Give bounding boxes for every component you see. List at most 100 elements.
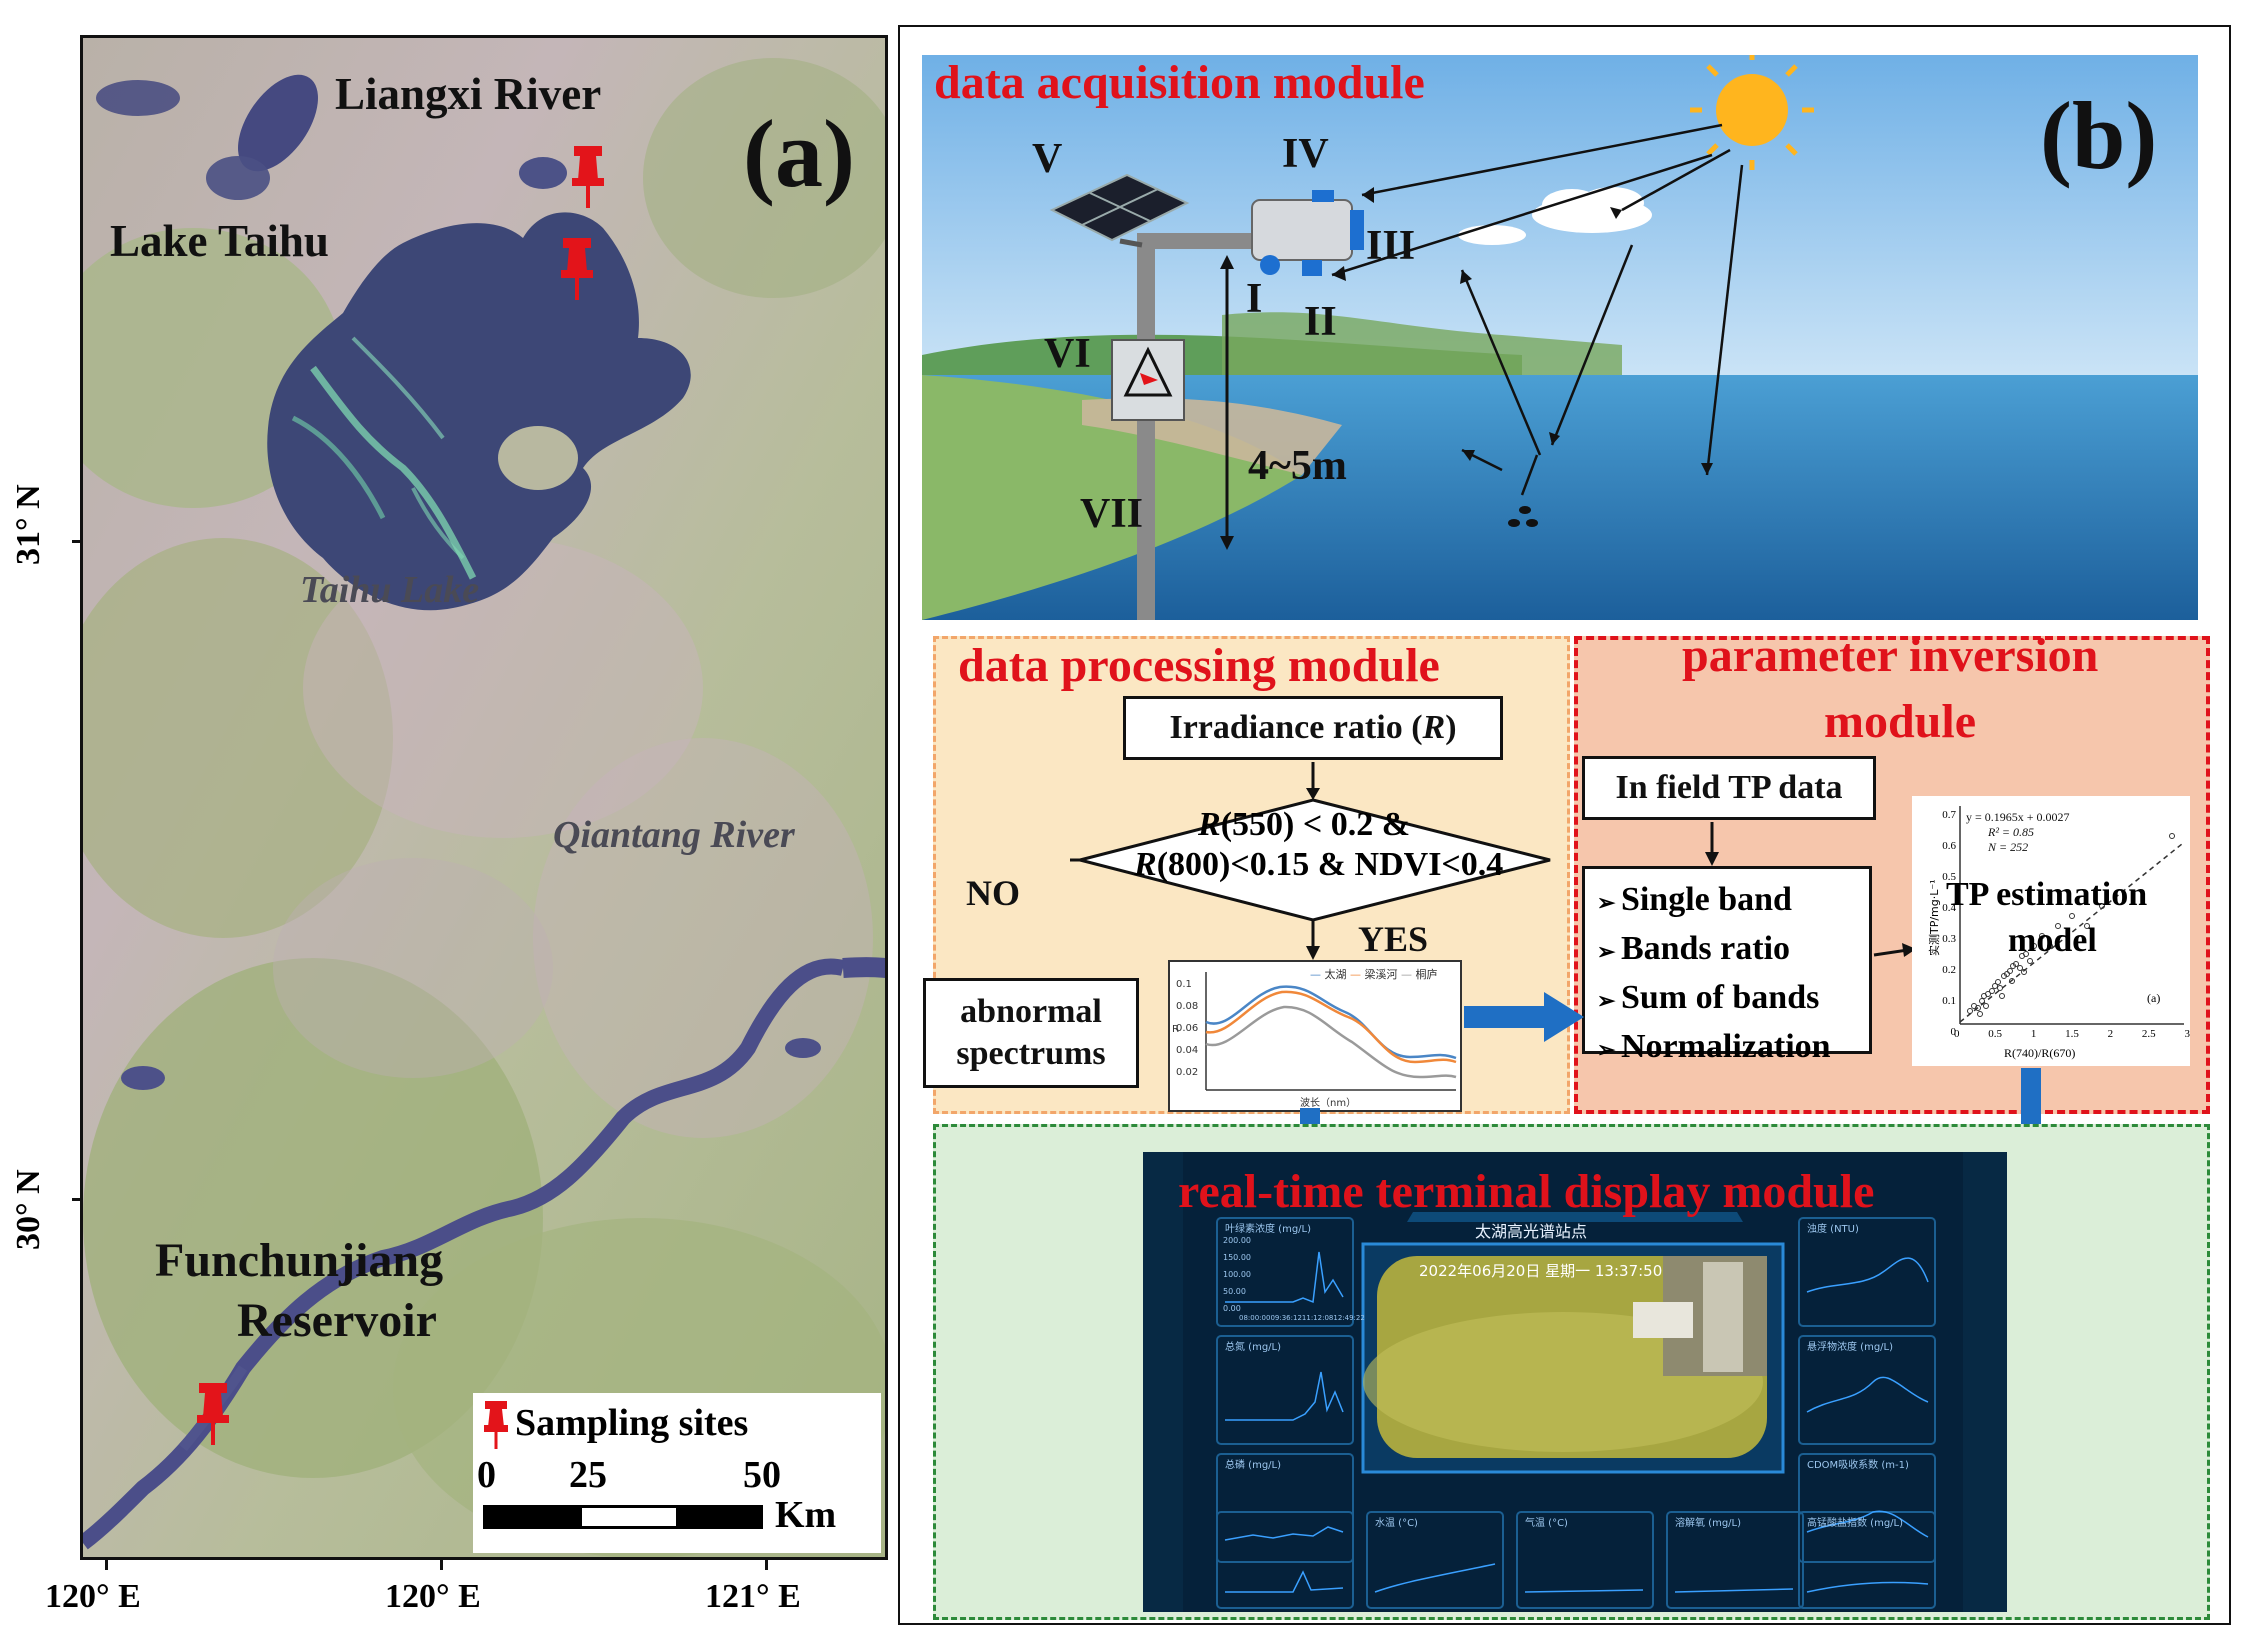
abnormal-spectrums-box: abnormal spectrums [923, 978, 1139, 1088]
method-item-normalization: ➢ Normalization [1597, 1028, 1831, 1065]
reservoir-label: Reservoir [237, 1294, 437, 1347]
scatter-r2: R² = 0.85 [1988, 825, 2035, 839]
map-legend: Sampling sites 0 25 50 Km [473, 1393, 881, 1553]
irradiance-text: Irradiance ratio ( [1169, 709, 1423, 746]
roman-vi: VI [1044, 331, 1091, 377]
acquisition-scene [922, 55, 2198, 620]
model-line-2: model [2008, 922, 2097, 959]
lat-label-31: 31° N [10, 484, 47, 565]
roman-i: I [1246, 276, 1263, 322]
tp-data-box: In field TP data [1582, 756, 1876, 820]
scale-unit: Km [775, 1494, 837, 1536]
roman-iii: III [1366, 223, 1416, 269]
camera-timestamp: 2022年06月20日 星期一 13:37:50 [1419, 1262, 1663, 1280]
lon-label-1: 120° E [45, 1578, 141, 1615]
card-label: 悬浮物浓度 (mg/L) [1807, 1342, 1894, 1353]
cloud-icon [1458, 187, 1652, 245]
ytick: 0.06 [1176, 1023, 1199, 1034]
scale-tick-50: 50 [743, 1454, 781, 1496]
lat-label-30: 30° N [10, 1169, 47, 1250]
acquisition-module-title: data acquisition module [934, 56, 1425, 109]
dashboard-graphics [1143, 1152, 2007, 1612]
processing-module-title: data processing module [958, 639, 1440, 692]
scatter-yticks: 0.7 0.6 0.5 0.4 0.3 0.2 0.1 0 [1936, 800, 1956, 1048]
spectrum-ylabel: R [1172, 1024, 1179, 1035]
taihu-lake-italic-label: Taihu Lake [300, 569, 480, 611]
lon-label-2: 120° E [385, 1578, 481, 1615]
panel-a-label: (a) [743, 100, 855, 207]
lon-label-3: 121° E [705, 1578, 801, 1615]
processing-flow-arrows [1070, 762, 1551, 960]
legend-sampling-sites: Sampling sites [515, 1402, 749, 1444]
scatter-tag: (a) [2147, 991, 2161, 1005]
inversion-title-line-2: module [1824, 695, 1977, 748]
card-label: 叶绿素浓度 (mg/L) [1225, 1224, 1312, 1235]
ytick: 0.02 [1176, 1067, 1199, 1078]
scatter-stats: y = 0.1965x + 0.0027 R² = 0.85 N = 252 [1966, 810, 2070, 855]
sampling-pin-icon [561, 238, 593, 300]
legend-taihu: 太湖 [1324, 968, 1347, 981]
terminal-module-title: real-time terminal display module [1178, 1165, 1875, 1218]
cond-line2-var: R [1134, 846, 1157, 883]
card-label: 水温 (°C) [1375, 1518, 1418, 1529]
height-label: 4~5m [1248, 443, 1347, 489]
roman-vii: VII [1080, 491, 1144, 537]
sensor-box [1251, 199, 1353, 261]
ytick: 0.4 [1942, 902, 1956, 914]
roman-ii: II [1304, 299, 1337, 345]
funchunjiang-label: Funchunjiang [155, 1234, 444, 1287]
ytick: 0.3 [1942, 933, 1956, 945]
legend-liangxi: 梁溪河 [1364, 968, 1398, 981]
ytick: 0.04 [1176, 1045, 1199, 1056]
scatter-xlabel: R(740)/R(670) [2004, 1046, 2076, 1060]
legend-tonglu: 桐庐 [1415, 968, 1438, 981]
methods-box: ➢ Single band ➢ Bands ratio ➢ Sum of ban… [1582, 866, 1872, 1065]
acquisition-illustration [922, 55, 2198, 620]
spectrum-yticks: 0.1 0.08 0.06 0.04 0.02 [1176, 974, 1198, 1084]
ytick: 0.1 [1176, 979, 1192, 990]
abnormal-line-1: abnormal [960, 992, 1102, 1030]
roman-iv: IV [1282, 131, 1329, 177]
light-ray-arrows [1331, 123, 1744, 496]
irradiance-ratio-box: Irradiance ratio (R) [1123, 696, 1503, 760]
cond-line2-rest: (800)<0.15 & NDVI<0.4 [1156, 846, 1504, 883]
dashboard-title: 太湖高光谱站点 [1475, 1222, 1588, 1241]
spectrum-legend: — 太湖 — 梁溪河 — 桐庐 [1310, 968, 1438, 981]
cond-line1-rest: (550) < 0.2 & [1220, 806, 1411, 843]
condition-line-2: R(800)<0.15 & NDVI<0.4 [1134, 846, 1503, 884]
card-label: 溶解氧 (mg/L) [1675, 1518, 1742, 1529]
dashboard-screenshot: 太湖高光谱站点 2022年06月20日 星期一 13:37:50 叶绿素浓度 (… [1143, 1152, 2007, 1612]
spectrum-chart: — 太湖 — 梁溪河 — 桐庐 0.1 0.08 0.06 0.04 0.02 … [1168, 960, 1462, 1112]
inversion-arrows [1705, 822, 1916, 957]
scale-tick-0: 0 [477, 1454, 496, 1496]
sampling-pin-icon [197, 1383, 229, 1445]
blue-arrow-right-icon [1464, 992, 1584, 1042]
card-label: 气温 (°C) [1525, 1518, 1568, 1529]
method-item-sum-of-bands: ➢ Sum of bands [1597, 979, 1820, 1016]
irradiance-var: R [1422, 709, 1446, 746]
ytick: 0.6 [1942, 840, 1956, 852]
abnormal-line-2: spectrums [956, 1035, 1106, 1072]
ytick: 0.1 [1942, 995, 1956, 1007]
roman-v: V [1032, 136, 1063, 182]
ytick: 0.5 [1942, 871, 1956, 883]
sun-icon [1690, 55, 1814, 170]
scatter-equation: y = 0.1965x + 0.0027 [1966, 810, 2070, 824]
card-label: 总磷 (mg/L) [1225, 1460, 1282, 1471]
mast [1137, 245, 1155, 620]
condition-line-1: R(550) < 0.2 & [1198, 806, 1410, 844]
scatter-n: N = 252 [1988, 840, 2029, 854]
cond-line1-var: R [1198, 806, 1221, 843]
scale-bar [483, 1505, 763, 1529]
model-line-1: TP estimation [1946, 876, 2148, 913]
tp-scatter-plot: y = 0.1965x + 0.0027 R² = 0.85 N = 252 (… [1912, 796, 2190, 1066]
yes-label: YES [1358, 919, 1429, 959]
ytick: 0.7 [1942, 809, 1956, 821]
card-label: 总氮 (mg/L) [1225, 1342, 1282, 1353]
map-panel: Liangxi River Lake Taihu Taihu Lake Qian… [80, 35, 888, 1560]
method-item-bands-ratio: ➢ Bands ratio [1597, 930, 1791, 967]
method-item-single-band: ➢ Single band [1597, 881, 1792, 918]
sampling-pin-icon [572, 146, 604, 208]
